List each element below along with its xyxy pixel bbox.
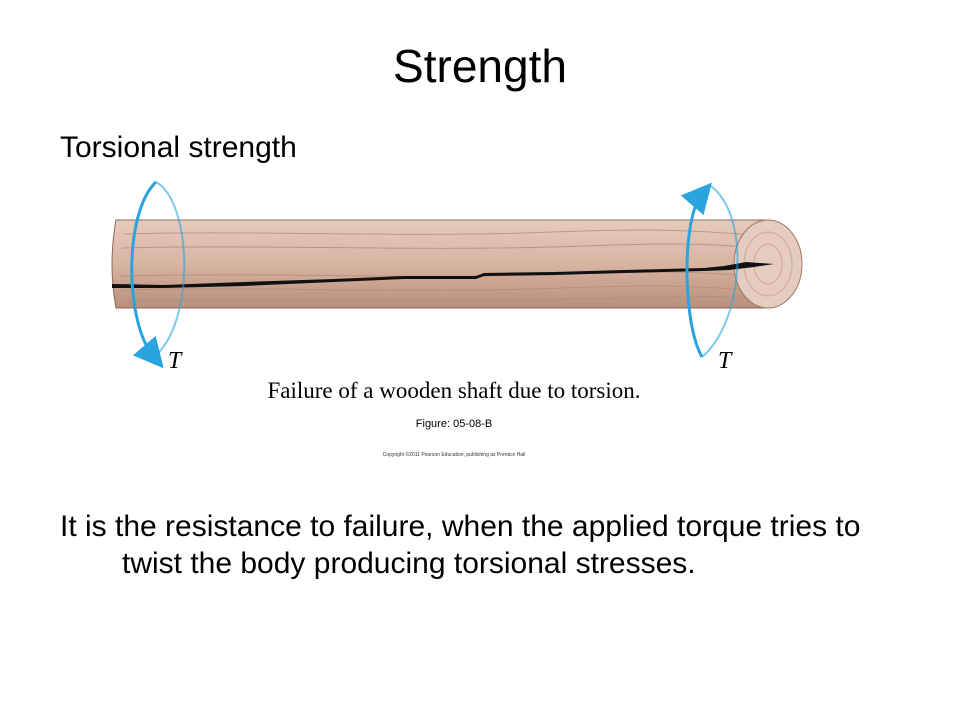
figure-caption: Failure of a wooden shaft due to torsion…: [267, 378, 641, 403]
figure-number: Figure: 05-08-B: [415, 418, 493, 430]
torque-label-left: T: [168, 348, 182, 374]
torsion-crack: [112, 262, 774, 288]
wooden-shaft-illustration: [111, 180, 803, 369]
slide-subtitle: Torsional strength: [60, 131, 297, 164]
slide-title: Strength: [393, 40, 567, 92]
shaft-figure: T T Failure of a wooden shaft due to tor…: [104, 172, 826, 462]
right-torque-arrow: [680, 182, 712, 358]
figure-copyright: Copyright ©2011 Pearson Education, publi…: [382, 452, 526, 458]
torque-label-right: T: [718, 348, 732, 374]
slide-body-text: It is the resistance to failure, when th…: [60, 510, 861, 580]
left-torque-arrow: [130, 180, 164, 369]
